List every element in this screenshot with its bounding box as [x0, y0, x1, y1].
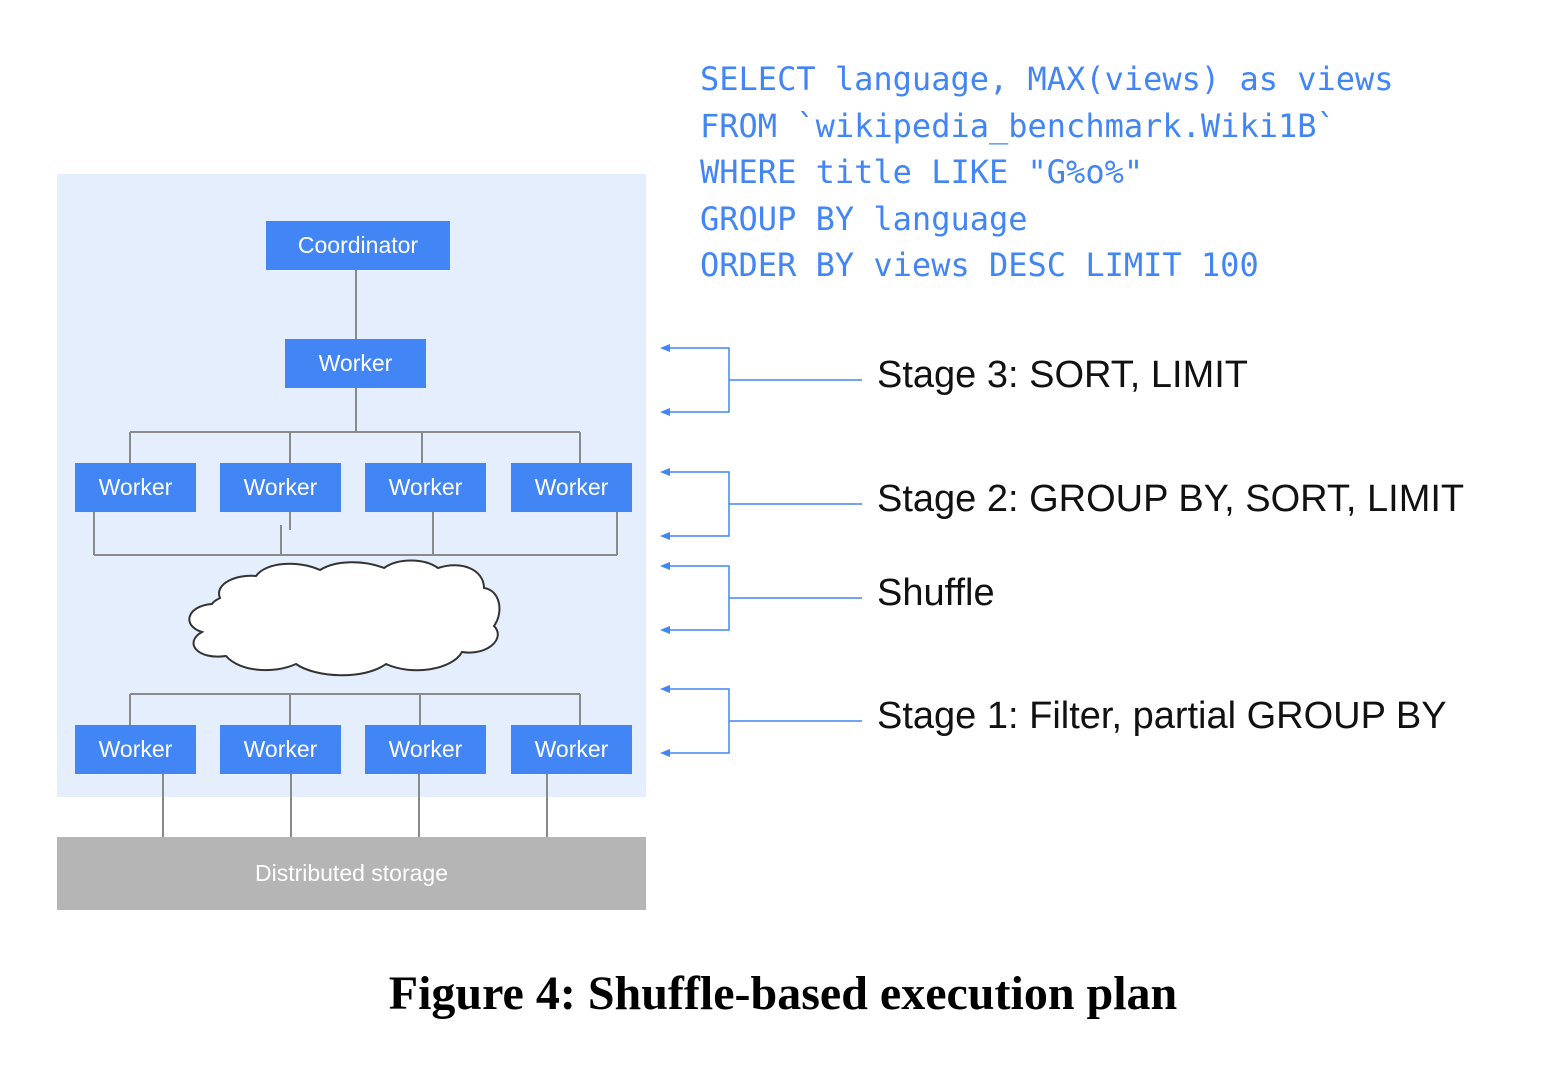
stage2-worker-node: Worker — [75, 463, 196, 512]
shuffle-bracket — [664, 565, 862, 631]
stage2-label: Stage 2: GROUP BY, SORT, LIMIT — [877, 478, 1465, 520]
stage1-worker-node: Worker — [511, 725, 632, 774]
stage1-worker-node: Worker — [75, 725, 196, 774]
stage2-worker-node: Worker — [365, 463, 486, 512]
sql-line: ORDER BY views DESC LIMIT 100 — [700, 246, 1259, 284]
shuffle-label: Shuffle — [877, 572, 995, 614]
stage2-worker-node: Worker — [511, 463, 632, 512]
stage1-worker-node: Worker — [220, 725, 341, 774]
stage3-worker-node: Worker — [285, 339, 426, 388]
sql-line: FROM `wikipedia_benchmark.Wiki1B` — [700, 106, 1336, 145]
stage1-label: Stage 1: Filter, partial GROUP BY — [877, 695, 1447, 737]
sql-line: WHERE title LIKE "G%o%" — [700, 153, 1144, 191]
stage1-worker-node: Worker — [365, 725, 486, 774]
stage2-worker-node: Worker — [220, 463, 341, 512]
distributed-storage: Distributed storage — [57, 837, 646, 910]
stage3-bracket — [664, 347, 862, 413]
sql-line: GROUP BY language — [700, 199, 1028, 238]
shuffle-cloud-icon — [188, 559, 501, 677]
stage1-bracket — [664, 688, 862, 754]
figure-caption: Figure 4: Shuffle-based execution plan — [388, 967, 1178, 1020]
sql-line: SELECT language, MAX(views) as views — [700, 60, 1394, 98]
stage2-bracket — [664, 471, 862, 537]
stage3-label: Stage 3: SORT, LIMIT — [877, 354, 1249, 396]
coordinator-node: Coordinator — [266, 221, 450, 270]
